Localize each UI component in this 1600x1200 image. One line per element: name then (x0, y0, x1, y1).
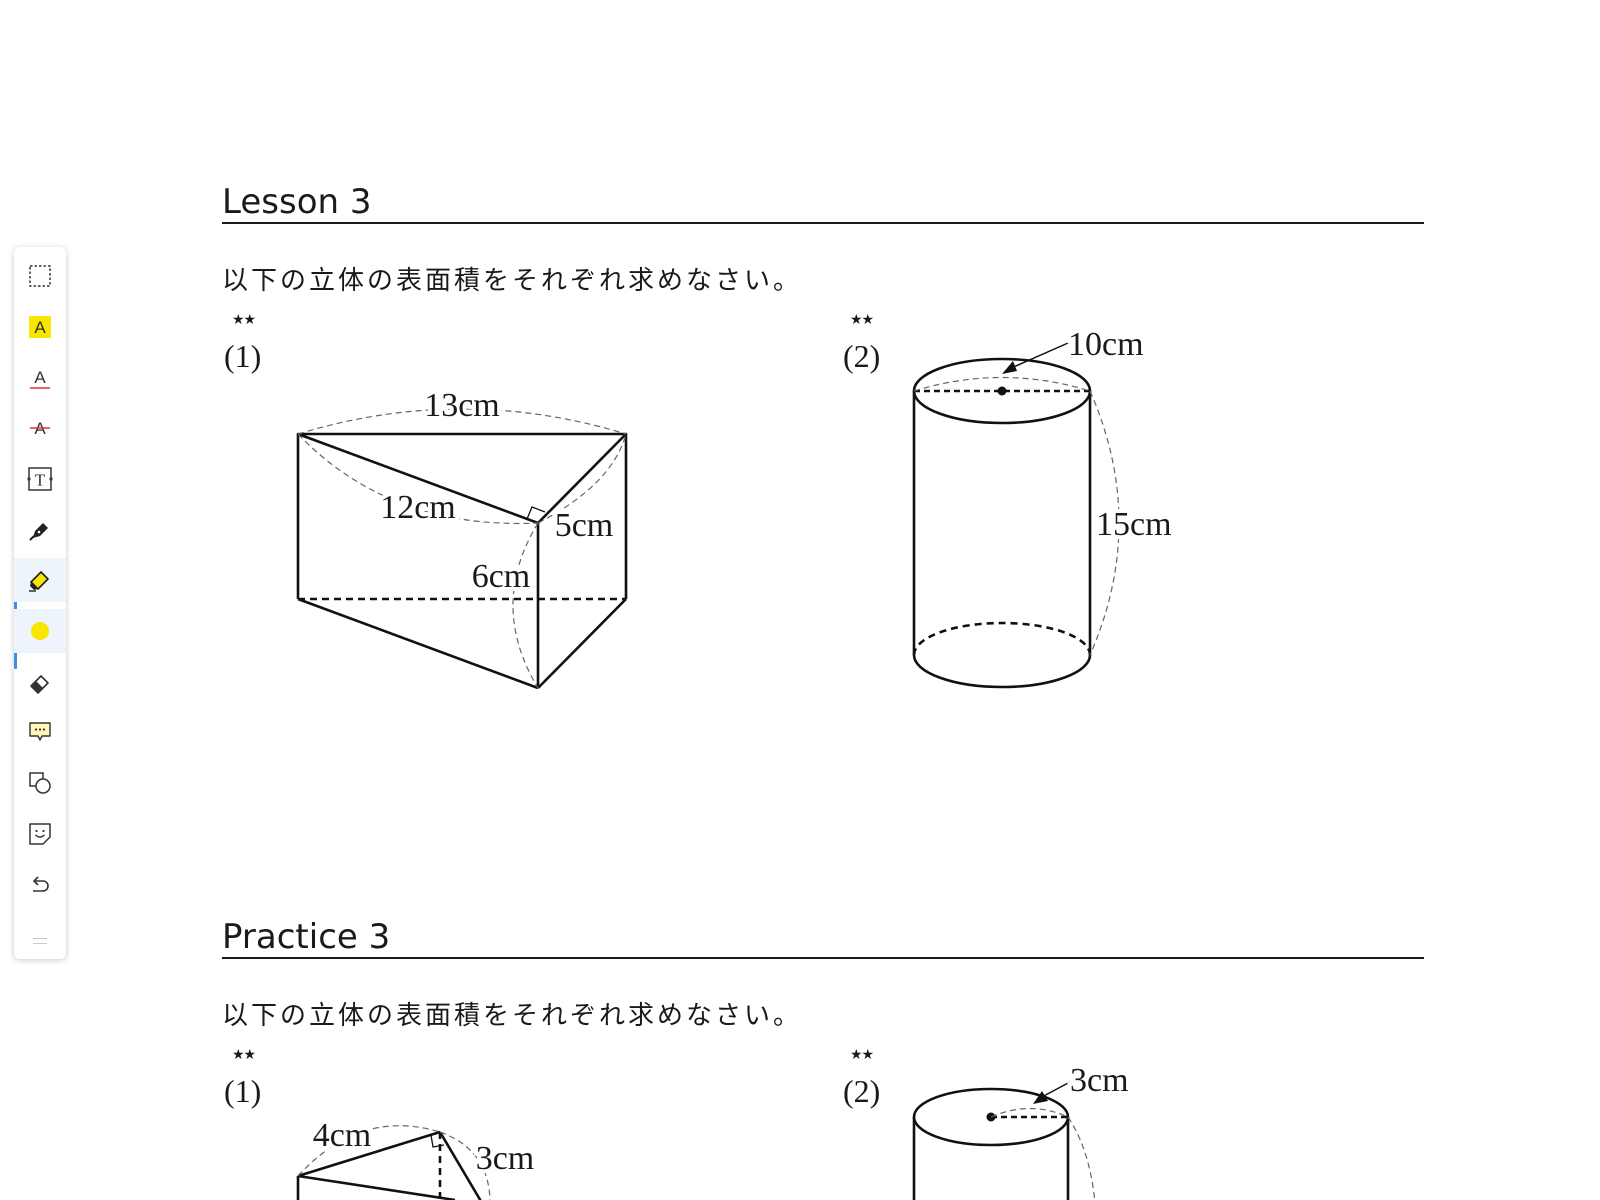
undo-button[interactable] (14, 863, 66, 907)
problem-number: (1) (224, 338, 262, 374)
strikethrough-text-icon: A (30, 419, 50, 438)
dashed-rect-select-icon (29, 265, 51, 287)
dimension-label: 10cm (1068, 326, 1144, 363)
lesson-title-rule (222, 222, 1424, 224)
dimension-label: 13cm (424, 387, 500, 424)
dimension-label: 3cm (1070, 1062, 1129, 1099)
comment-icon (29, 722, 51, 741)
shapes-icon (29, 772, 51, 794)
annotation-toolbar: A A A T (14, 247, 66, 959)
highlight-text-icon: A (29, 316, 51, 338)
practice-title-rule (222, 957, 1424, 959)
eraser-tool-button[interactable] (14, 660, 66, 704)
lesson-instruction: 以下の立体の表面積をそれぞれ求めなさい。 (222, 266, 803, 296)
pen-tool-button[interactable] (14, 508, 66, 552)
select-tool-button[interactable] (14, 254, 66, 298)
color-picker-button[interactable] (14, 609, 66, 653)
highlight-label: A (34, 318, 46, 337)
textbox-label: T (35, 471, 46, 490)
problem-number: (2) (843, 1073, 881, 1109)
comment-tool-button[interactable] (14, 710, 66, 754)
difficulty-stars: ★★ (850, 1047, 874, 1063)
strikethrough-text-tool-button[interactable]: A (14, 406, 66, 450)
difficulty-stars: ★★ (850, 312, 874, 328)
problem-number: (2) (843, 338, 881, 374)
highlighter-icon (29, 571, 49, 592)
shapes-tool-button[interactable] (14, 761, 66, 805)
difficulty-stars: ★★ (232, 1047, 256, 1063)
dimension-label: 15cm (1096, 506, 1172, 543)
problem-number: (1) (224, 1073, 262, 1109)
color-dot-icon (31, 622, 49, 640)
underline-text-icon: A (30, 368, 50, 389)
dimension-label: 4cm (313, 1117, 372, 1154)
undo-icon (32, 876, 49, 892)
underline-text-tool-button[interactable]: A (14, 356, 66, 400)
pen-icon (29, 523, 48, 541)
highlighter-tool-button[interactable] (14, 558, 66, 602)
sticker-icon (29, 823, 51, 845)
practice-title: Practice 3 (222, 917, 391, 957)
practice-instruction: 以下の立体の表面積をそれぞれ求めなさい。 (222, 1001, 803, 1031)
sticker-tool-button[interactable] (14, 812, 66, 856)
dimension-label: 6cm (472, 558, 531, 595)
difficulty-stars: ★★ (232, 312, 256, 328)
dimension-label: 3cm (476, 1140, 535, 1177)
toolbar-drag-handle[interactable] (33, 938, 47, 944)
underline-label: A (34, 368, 46, 387)
lesson-title: Lesson 3 (222, 182, 372, 222)
text-box-tool-button[interactable]: T (14, 457, 66, 501)
eraser-icon (30, 675, 49, 694)
text-box-icon: T (27, 467, 53, 491)
dimension-label: 5cm (555, 507, 614, 544)
dimension-label: 12cm (380, 489, 456, 526)
highlight-text-tool-button[interactable]: A (14, 305, 66, 349)
